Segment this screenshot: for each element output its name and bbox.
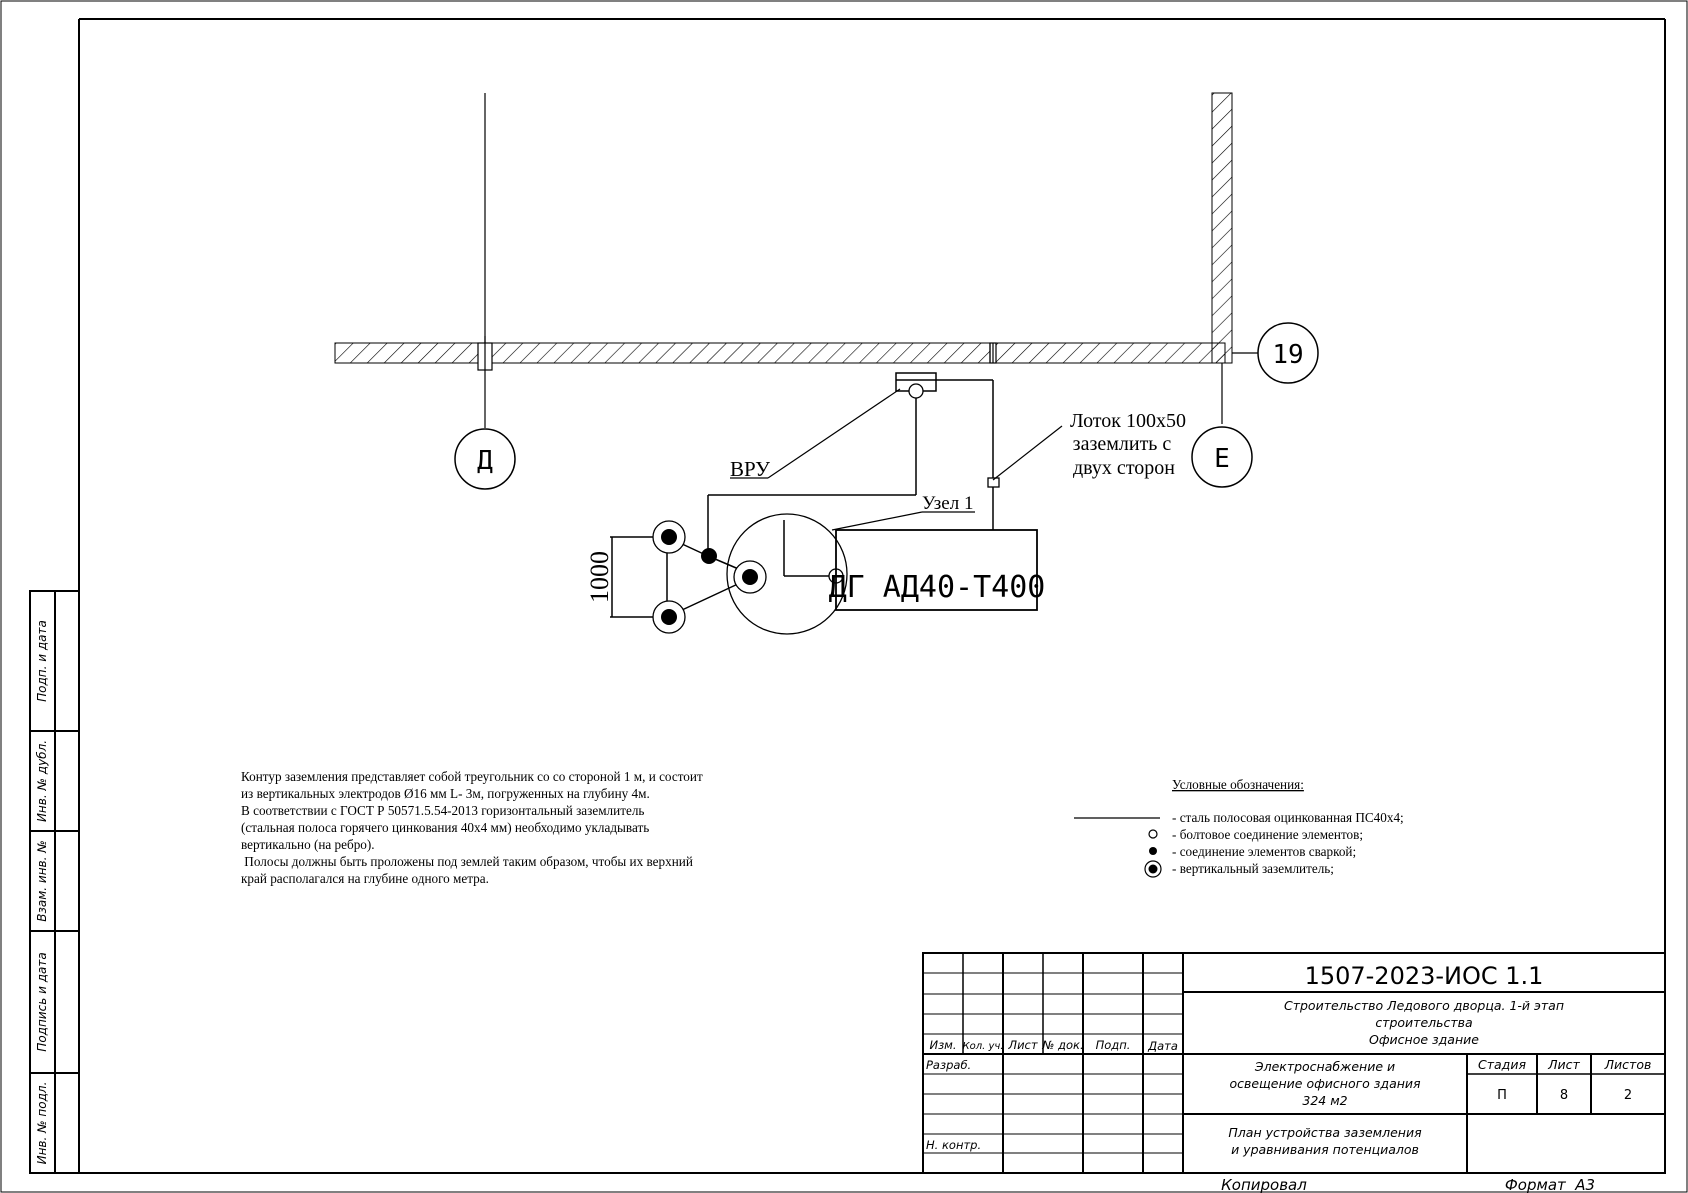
sheet-title-2: и уравнивания потенциалов: [1231, 1142, 1419, 1157]
tb-sheet-header: Лист: [1547, 1057, 1580, 1072]
tb-stage-value: П: [1497, 1088, 1507, 1103]
legend-item: - соединение элементов сваркой;: [1172, 844, 1356, 859]
tb-header-kol: Кол. уч.: [963, 1041, 1004, 1052]
legend-item: - вертикальный заземлитель;: [1172, 861, 1334, 876]
note-line: (стальная полоса горячего цинкования 40х…: [241, 820, 649, 835]
note-line: Контур заземления представляет собой тре…: [241, 769, 703, 784]
tb-header-doc: № док.: [1041, 1038, 1083, 1052]
project-line-2: строительства: [1375, 1015, 1472, 1030]
side-stamp-sign-date: Подп. и дата: [35, 620, 49, 702]
side-stamp-signature-date: Подпись и дата: [35, 952, 49, 1051]
legend-weld-symbol: [1149, 847, 1157, 855]
footer-copied: Копировал: [1221, 1176, 1307, 1193]
axis-label-e: Е: [1214, 444, 1230, 474]
vertical-electrode-3: [733, 560, 767, 594]
generator-label: ДГ АД40-Т400: [829, 570, 1046, 605]
leader-lines: [730, 388, 1063, 531]
vru-panel: [908, 383, 924, 399]
tb-header-podp: Подп.: [1096, 1038, 1131, 1052]
tb-role-razrab: Разраб.: [926, 1058, 971, 1072]
footer-format: Формат А3: [1505, 1176, 1595, 1193]
axis-marker-d: Д: [454, 428, 516, 490]
weld-joint: [701, 548, 717, 564]
note-line: В соответствии с ГОСТ Р 50571.5.54-2013 …: [241, 803, 644, 818]
tb-sheets-header: Листов: [1604, 1057, 1652, 1072]
legend-item: - сталь полосовая оцинкованная ПС40х4;: [1172, 810, 1404, 825]
note-line: Полосы должны быть проложены под землей …: [241, 854, 693, 869]
side-stamp: [29, 590, 80, 1174]
side-stamp-replace-inv: Взам. инв. №: [35, 840, 49, 921]
side-stamp-dup-inv: Инв. № дубл.: [35, 740, 49, 822]
section-line-1: Электроснабжение и: [1254, 1059, 1395, 1074]
axis-lines: [477, 93, 1259, 428]
node-label: Узел 1: [922, 493, 973, 514]
tb-header-data: Дата: [1147, 1039, 1178, 1053]
wall-vertical: [1211, 92, 1233, 364]
tb-role-nkontr: Н. контр.: [926, 1138, 981, 1152]
vertical-electrode-2: [652, 600, 686, 634]
side-stamp-orig-inv: Инв. № подл.: [35, 1082, 49, 1165]
note-line: из вертикальных электродов Ø16 мм L- 3м,…: [241, 786, 650, 801]
cable-tray-symbol: [987, 477, 1000, 488]
legend-electrode-symbol: [1144, 860, 1162, 878]
axis-label-19: 19: [1272, 340, 1303, 370]
generator-box: ДГ АД40-Т400: [829, 529, 1046, 611]
tb-sheet-value: 8: [1560, 1088, 1568, 1103]
note-line: вертикально (на ребро).: [241, 837, 375, 852]
wall-horizontal: [334, 342, 1226, 364]
section-line-2: освещение офисного здания: [1229, 1076, 1421, 1091]
section-line-3: 324 м2: [1302, 1093, 1347, 1108]
axis-marker-19: 19: [1257, 322, 1319, 384]
title-block: [922, 952, 1666, 1174]
doc-code: 1507-2023-ИОС 1.1: [1305, 962, 1544, 990]
sheet-title-1: План устройства заземления: [1228, 1125, 1422, 1140]
axis-label-d: Д: [477, 446, 493, 476]
note-line: край располагался на глубине одного метр…: [241, 871, 489, 886]
tb-stage-header: Стадия: [1478, 1057, 1526, 1072]
tray-label-line-3: двух сторон: [1073, 457, 1175, 479]
notes-block: Контур заземления представляет собой тре…: [241, 769, 703, 886]
legend-bolt-symbol: [1148, 829, 1158, 839]
tray-label-line-2: заземлить с: [1073, 433, 1172, 455]
legend-title: Условные обозначения:: [1172, 777, 1304, 792]
tb-header-list: Лист: [1007, 1038, 1037, 1052]
legend-item: - болтовое соединение элементов;: [1172, 827, 1363, 842]
vertical-electrode-1: [652, 520, 686, 554]
dimension-label: 1000: [585, 551, 614, 603]
tb-sheets-value: 2: [1624, 1088, 1632, 1103]
axis-marker-e: Е: [1191, 426, 1253, 488]
grounding-loop-circle: [726, 513, 848, 635]
legend: Условные обозначения: - сталь полосовая …: [1074, 777, 1404, 878]
tb-header-izm: Изм.: [929, 1038, 956, 1052]
project-line-1: Строительство Ледового дворца. 1-й этап: [1284, 998, 1564, 1013]
vru-label: ВРУ: [730, 457, 770, 481]
project-line-3: Офисное здание: [1369, 1032, 1479, 1047]
tray-label-line-1: Лоток 100х50: [1070, 410, 1186, 432]
